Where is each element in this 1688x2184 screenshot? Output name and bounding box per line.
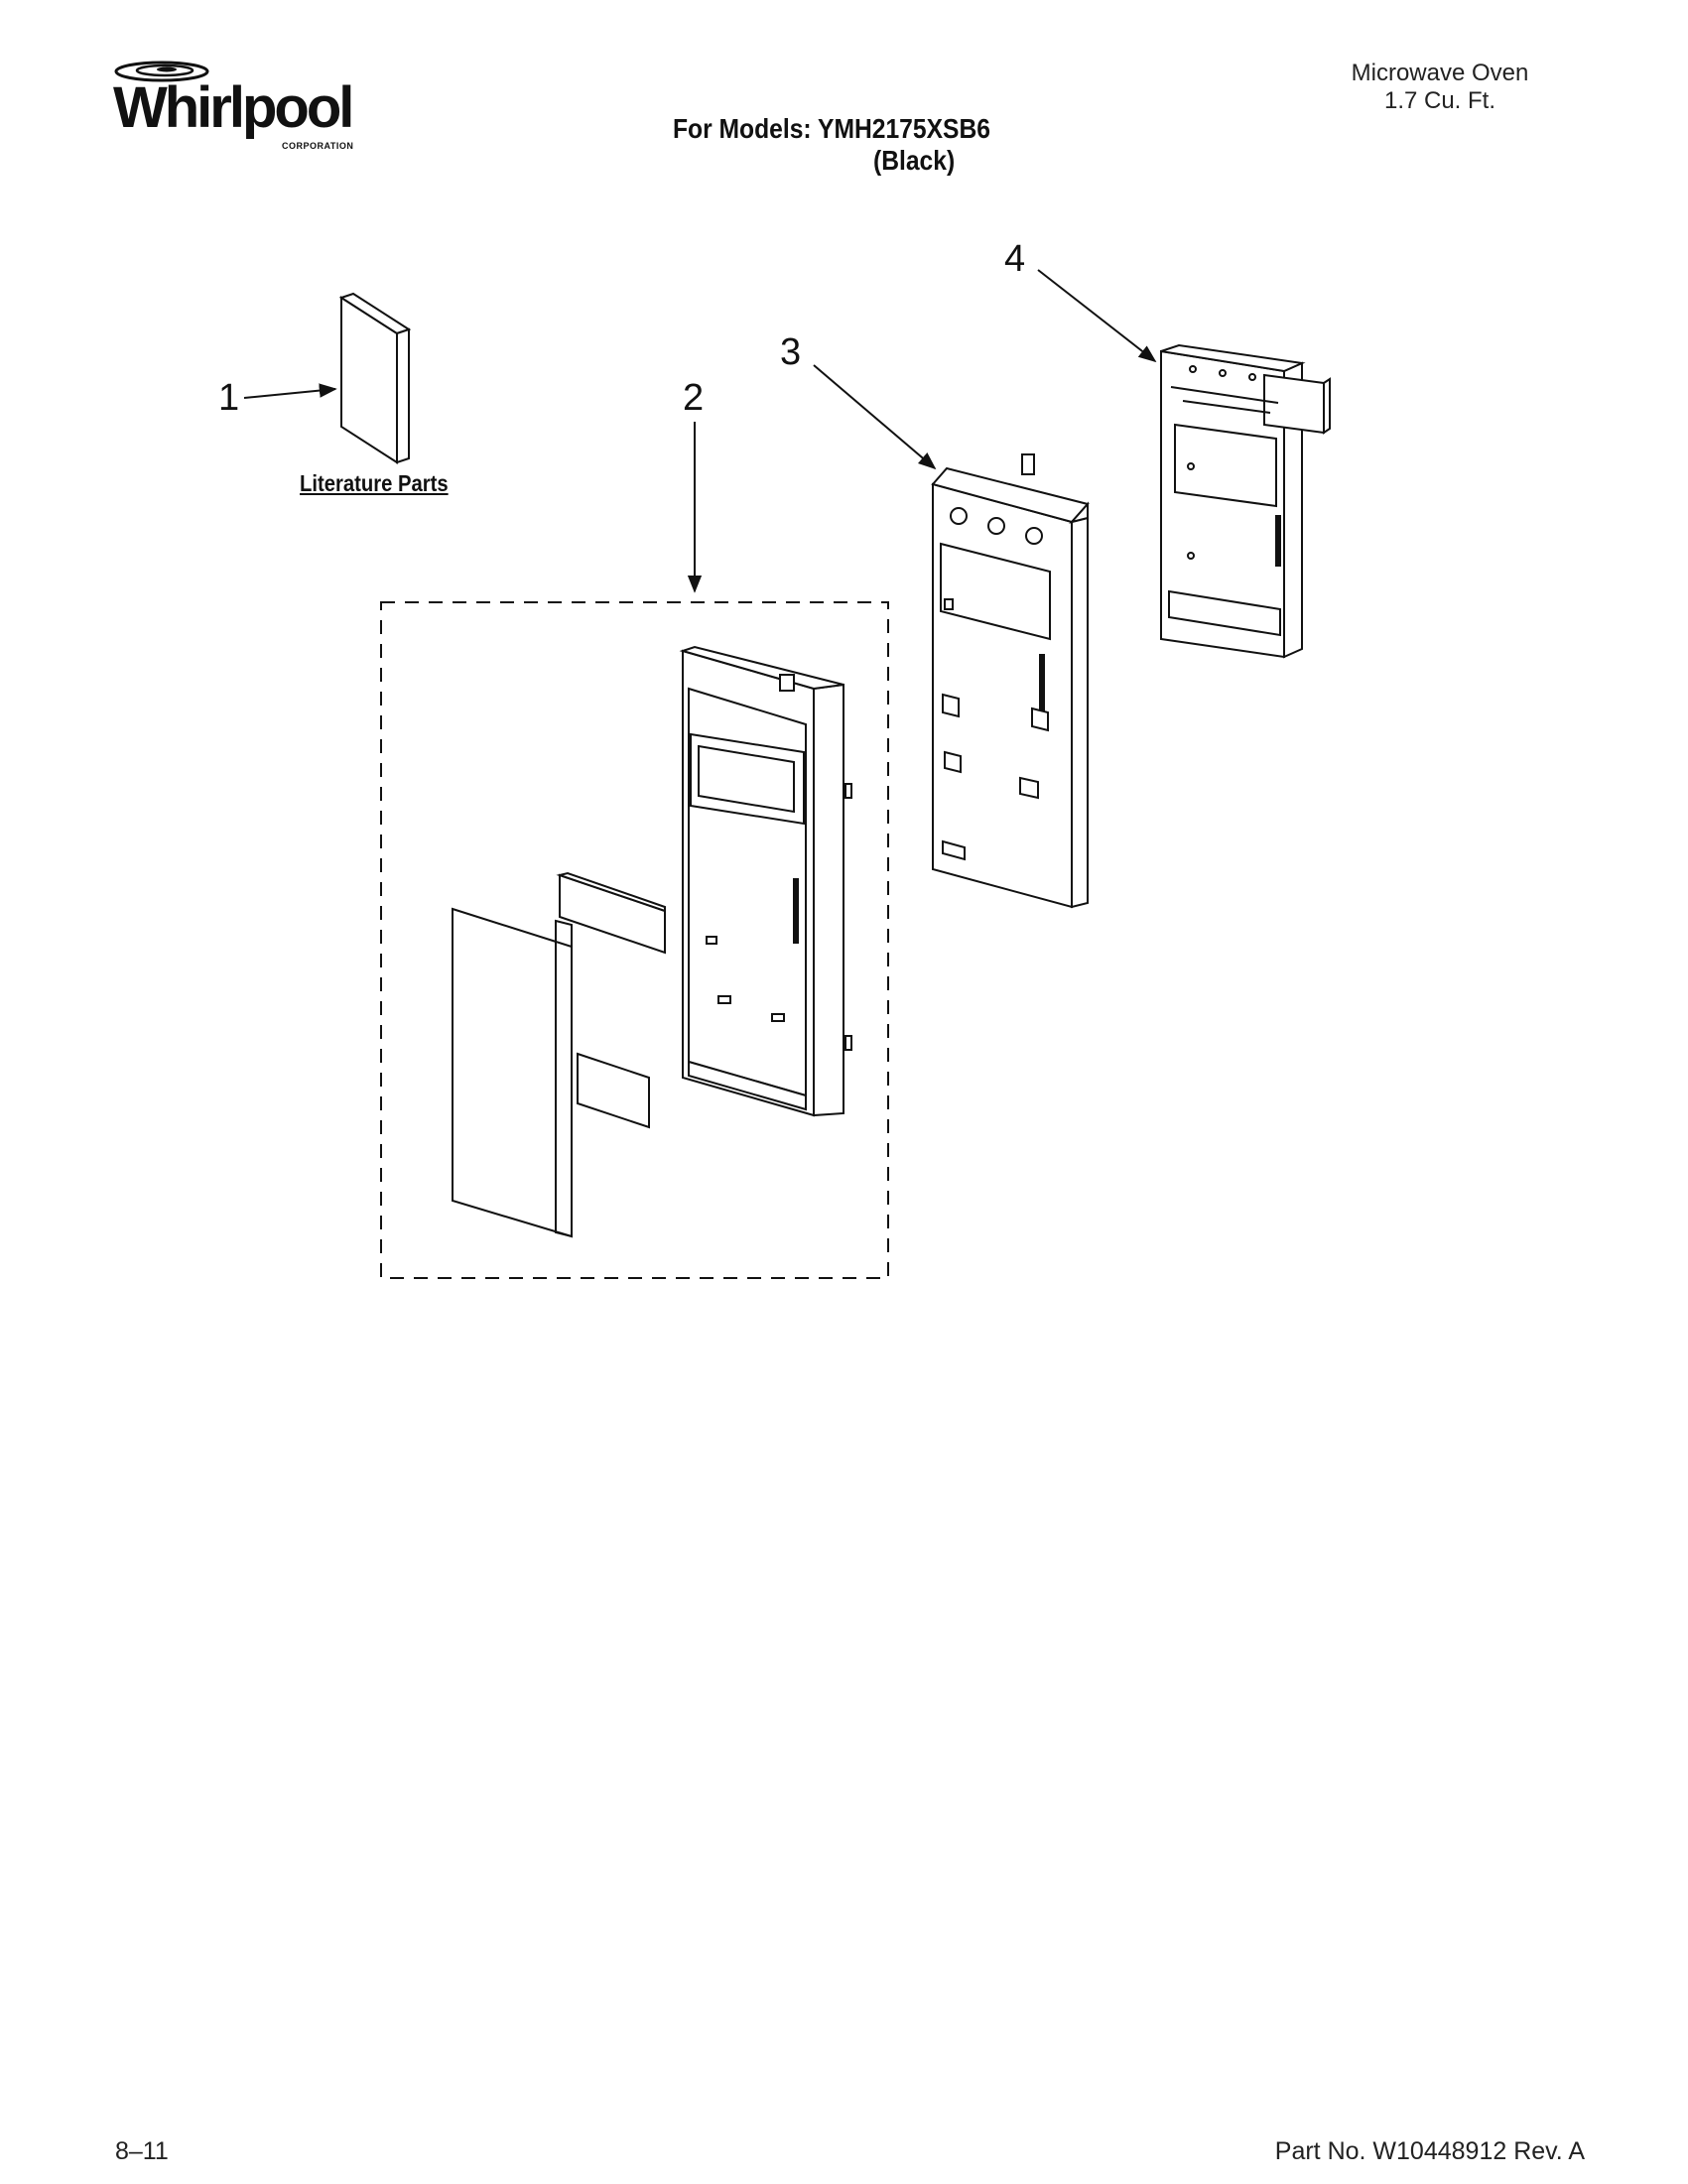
leader-arrow-4 (1037, 269, 1157, 363)
part-2-overlay (452, 871, 666, 1238)
callout-1: 1 (218, 377, 240, 419)
model-color: (Black) (873, 145, 956, 176)
callout-4: 4 (1004, 238, 1026, 280)
leader-arrows (243, 269, 1157, 593)
product-capacity: 1.7 Cu. Ft. (1383, 87, 1496, 114)
part-4-control-board (1160, 343, 1331, 659)
brand-subtitle: CORPORATION (282, 141, 354, 151)
brand-wordmark: Whirlpool (113, 75, 354, 140)
callout-3: 3 (780, 331, 802, 373)
brand-logo: Whirlpool CORPORATION (107, 58, 375, 157)
part-2-control-panel (679, 645, 852, 1117)
part-number: Part No. W10448912 Rev. A (1274, 2137, 1585, 2165)
callout-2: 2 (683, 377, 705, 419)
literature-parts-label: Literature Parts (300, 470, 449, 496)
whirlpool-swirl-logo-icon (114, 61, 209, 82)
part-3-panel-back (931, 453, 1090, 909)
part-1-literature (338, 292, 412, 464)
leader-arrow-1 (243, 383, 337, 399)
part-2-group-box (380, 601, 889, 1279)
models-title: For Models: YMH2175XSB6 (673, 113, 990, 144)
product-name: Microwave Oven (1351, 60, 1529, 86)
page-number: 8–11 (115, 2137, 169, 2165)
leader-arrow-3 (813, 364, 937, 470)
